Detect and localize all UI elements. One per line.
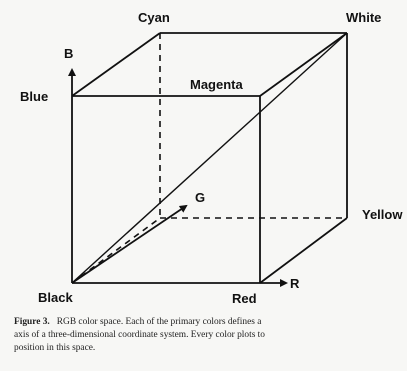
label-white: White — [346, 10, 381, 25]
figure-caption: Figure 3. RGB color space. Each of the p… — [14, 316, 404, 355]
label-axis-r: R — [290, 276, 300, 291]
label-axis-g: G — [195, 190, 205, 205]
label-red: Red — [232, 291, 257, 306]
label-blue: Blue — [20, 89, 48, 104]
caption-line-1: Figure 3. RGB color space. Each of the p… — [14, 316, 404, 329]
caption-line-1-text: RGB color space. Each of the primary col… — [56, 317, 262, 327]
caption-line-2: axis of a three-dimensional coordinate s… — [14, 330, 265, 340]
label-cyan: Cyan — [138, 10, 170, 25]
edge-red-yellow — [259, 217, 348, 284]
hidden-edge-black-green — [71, 217, 161, 284]
g-axis-arrow — [71, 204, 188, 284]
edge-blue-cyan — [71, 32, 161, 97]
edge-magenta-white — [259, 32, 348, 97]
label-yellow: Yellow — [362, 207, 403, 222]
label-axis-b: B — [64, 46, 73, 61]
caption-line-3: position in this space. — [14, 343, 96, 353]
label-magenta: Magenta — [190, 77, 244, 92]
caption-figure-label: Figure 3. — [14, 317, 50, 327]
label-black: Black — [38, 290, 73, 305]
grey-diagonal — [71, 32, 348, 284]
